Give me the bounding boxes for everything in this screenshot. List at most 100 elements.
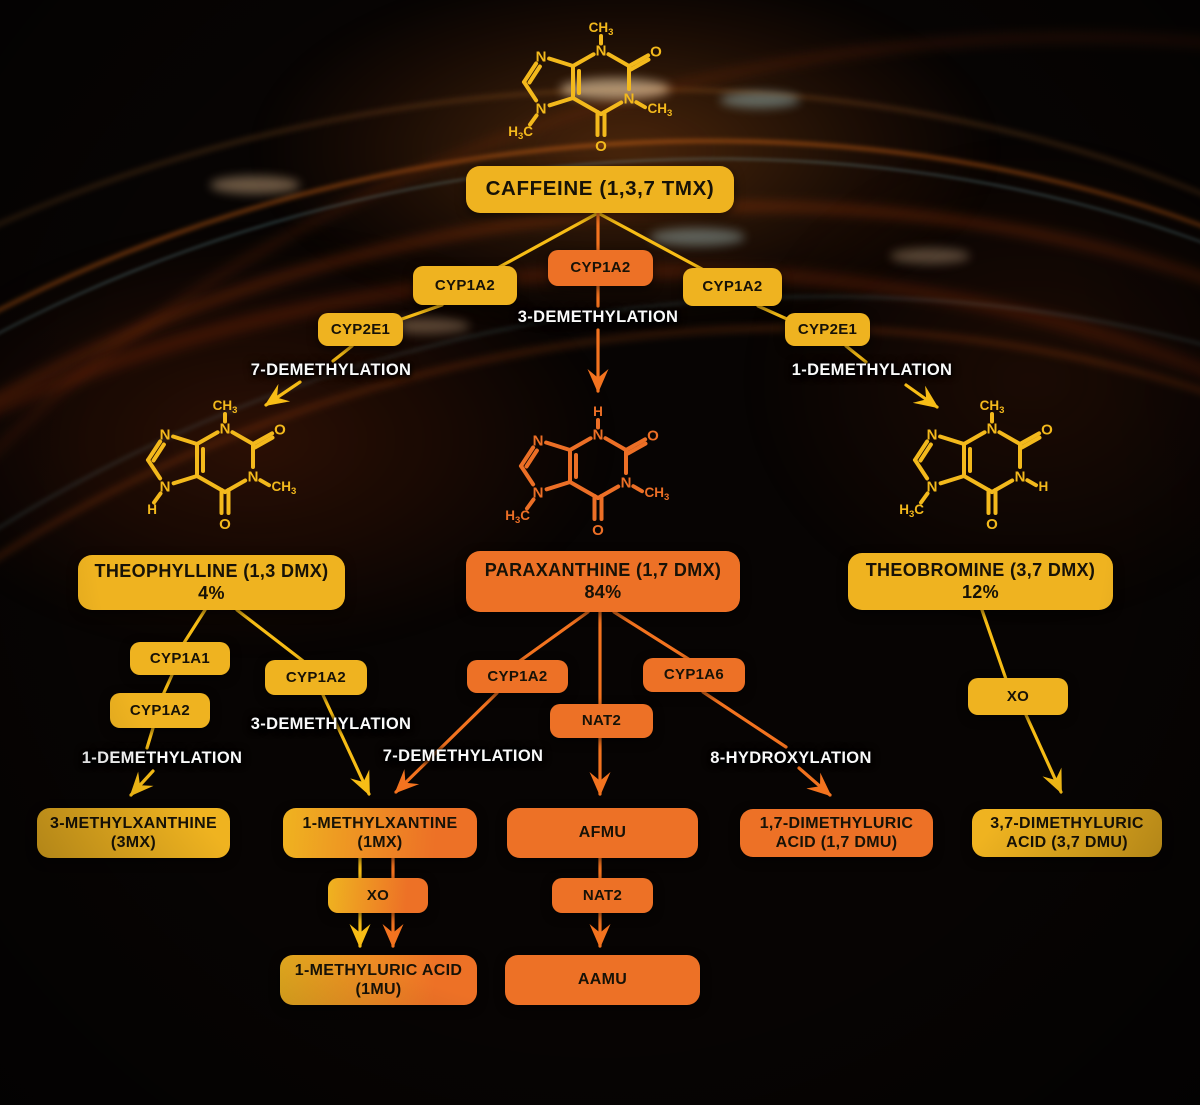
connector-arrow: [394, 691, 499, 794]
n3-atom: N: [621, 475, 632, 492]
node-17dmu-line1: 1,7-DIMETHYLURIC: [759, 814, 914, 832]
connector-line: [844, 344, 868, 364]
connector-line: [331, 344, 354, 363]
n3-atom: N: [1015, 469, 1026, 486]
node-1mx: 1-METHYLXANTINE (1MX): [283, 808, 477, 858]
enzyme-nat2-lower: NAT2: [552, 878, 653, 913]
n3-substituent: CH3: [272, 479, 297, 497]
node-3mx-line1: 3-METHYLXANTHINE: [50, 814, 217, 832]
reaction-label-8-hydroxylation: 8-HYDROXYLATION: [710, 749, 872, 767]
purine-skeleton: N N N N O O CH3 CH3 H3C: [508, 20, 672, 155]
n3-substituent: H: [1039, 479, 1049, 494]
node-paraxanthine-percent: 84%: [584, 581, 622, 602]
connector-line: [235, 608, 309, 666]
node-3mx-line2: (3MX): [110, 834, 157, 851]
enzyme-cyp2e1-right: CYP2E1: [785, 313, 870, 346]
connector-line: [145, 726, 155, 750]
connector-line: [515, 610, 590, 665]
purine-skeleton: N N N N O O H CH3 H3C: [505, 404, 669, 539]
o6-atom: O: [219, 516, 231, 533]
n7-substituent: H3C: [505, 508, 530, 526]
node-17dmu: 1,7-DIMETHYLURIC ACID (1,7 DMU): [740, 809, 933, 857]
reaction-label-3-demethylation-top: 3-DEMETHYLATION: [517, 308, 679, 326]
o6-atom: O: [986, 516, 998, 533]
molecule-structure: N N N N O O H CH3 H3C: [505, 404, 669, 539]
molecule-paraxanthine: N N N N O O H CH3 H3C: [493, 402, 693, 552]
node-37dmu: 3,7-DIMETHYLURIC ACID (3,7 DMU): [972, 809, 1162, 857]
molecule-structure: N N N N O O CH3 CH3 H3C: [508, 20, 672, 155]
connector-arrow: [321, 693, 371, 796]
node-theophylline-label: THEOPHYLLINE (1,3 DMX): [94, 560, 329, 581]
o2-atom: O: [647, 428, 659, 445]
node-theobromine: THEOBROMINE (3,7 DMX) 12%: [848, 553, 1113, 610]
n1-atom: N: [596, 43, 607, 60]
node-1mu-line1: 1-METHYLURIC ACID: [294, 961, 463, 979]
n7-atom: N: [927, 479, 938, 496]
node-1mu-line2: (1MU): [355, 981, 402, 998]
enzyme-nat2-upper: NAT2: [550, 704, 653, 738]
o6-atom: O: [595, 138, 607, 155]
connector-arrow: [129, 769, 155, 797]
enzyme-cyp2e1-left: CYP2E1: [318, 313, 403, 346]
reaction-label-1-demethylation-top: 1-DEMETHYLATION: [791, 361, 953, 379]
node-theophylline-percent: 4%: [198, 582, 225, 603]
enzyme-cyp1a2-center: CYP1A2: [548, 250, 653, 286]
n9-atom: N: [927, 427, 938, 444]
n7-atom: N: [533, 485, 544, 502]
enzyme-cyp1a2-left: CYP1A2: [413, 266, 517, 305]
molecule-structure: N N N N O O CH3 CH3 H: [146, 398, 297, 533]
n7-substituent: H3C: [899, 502, 924, 520]
n9-atom: N: [160, 427, 171, 444]
n7-substituent: H3C: [508, 124, 533, 142]
reaction-label-7-demethylation-mid: 7-DEMETHYLATION: [382, 747, 544, 765]
connector-line: [180, 608, 207, 648]
connector-line: [980, 608, 1009, 684]
molecule-theobromine: N N N N O O CH3 H H3C: [887, 396, 1087, 546]
enzyme-xo-theobromine: XO: [968, 678, 1068, 715]
purine-skeleton: N N N N O O CH3 H H3C: [899, 398, 1053, 533]
n9-atom: N: [533, 433, 544, 450]
n3-atom: N: [624, 91, 635, 108]
connector-line: [612, 610, 692, 662]
node-paraxanthine: PARAXANTHINE (1,7 DMX) 84%: [466, 551, 740, 612]
enzyme-cyp1a2-theo-a: CYP1A2: [110, 693, 210, 728]
node-theobromine-label: THEOBROMINE (3,7 DMX): [865, 559, 1096, 580]
enzyme-cyp1a6: CYP1A6: [643, 658, 745, 692]
n1-atom: N: [593, 427, 604, 444]
o6-atom: O: [592, 522, 604, 539]
node-17dmu-line2: ACID (1,7 DMU): [775, 834, 898, 851]
o2-atom: O: [274, 422, 286, 439]
n3-atom: N: [248, 469, 259, 486]
node-1mx-line2: (1MX): [357, 834, 403, 851]
molecule-theophylline: N N N N O O CH3 CH3 H: [120, 396, 320, 546]
n3-substituent: CH3: [648, 101, 673, 119]
o2-atom: O: [1041, 422, 1053, 439]
connector-line: [701, 690, 788, 749]
reaction-label-1-demethylation-mid: 1-DEMETHYLATION: [81, 749, 243, 767]
n9-atom: N: [536, 49, 547, 66]
purine-skeleton: N N N N O O CH3 CH3 H: [146, 398, 297, 533]
node-caffeine: CAFFEINE (1,3,7 TMX): [466, 166, 734, 213]
connector-arrow: [1024, 713, 1063, 794]
n3-substituent: CH3: [645, 485, 670, 503]
connector-arrow: [797, 766, 832, 797]
node-3mx: 3-METHYLXANTHINE (3MX): [37, 808, 230, 858]
node-theobromine-percent: 12%: [961, 581, 1000, 602]
node-afmu: AFMU: [507, 808, 698, 858]
enzyme-cyp1a2-para: CYP1A2: [467, 660, 568, 693]
node-caffeine-label: CAFFEINE (1,3,7 TMX): [485, 177, 715, 201]
molecule-caffeine: N N N N O O CH3 CH3 H3C: [496, 18, 696, 168]
n1-atom: N: [220, 421, 231, 438]
n7-atom: N: [536, 101, 547, 118]
node-1mu: 1-METHYLURIC ACID (1MU): [280, 955, 477, 1005]
enzyme-cyp1a1: CYP1A1: [130, 642, 230, 675]
node-aamu: AAMU: [505, 955, 700, 1005]
o2-atom: O: [650, 44, 662, 61]
enzyme-cyp1a2-right: CYP1A2: [683, 268, 782, 306]
molecule-structure: N N N N O O CH3 H H3C: [899, 398, 1053, 533]
node-37dmu-line2: ACID (3,7 DMU): [1006, 834, 1128, 851]
enzyme-cyp1a2-theo-b: CYP1A2: [265, 660, 367, 695]
node-1mx-line1: 1-METHYLXANTINE: [302, 814, 458, 832]
enzyme-xo-1mx: XO: [328, 878, 428, 913]
